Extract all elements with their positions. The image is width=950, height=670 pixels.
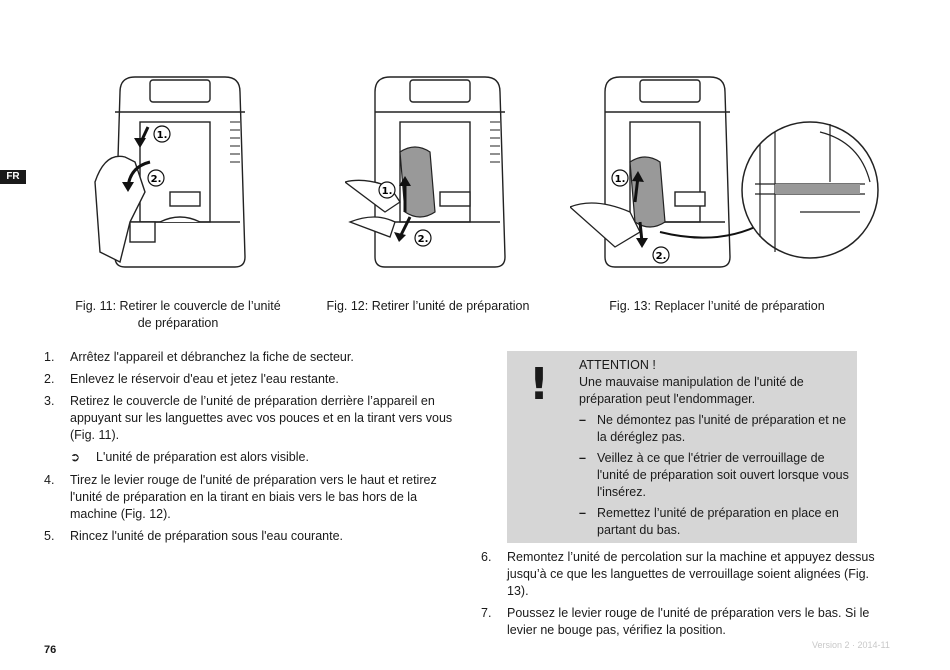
page-number: 76 [44, 644, 57, 656]
warning-exclamation-icon: ! [529, 359, 550, 410]
right-instructions: 6.Remontez l’unité de percolation sur la… [481, 549, 881, 644]
step-4: 4.Tirez le levier rouge de l'unité de pr… [44, 473, 437, 521]
steps-list-left-continued: 4.Tirez le levier rouge de l'unité de pr… [44, 472, 454, 545]
figure-11-label-2: 2. [151, 174, 162, 185]
figure-12-label-1: 1. [382, 186, 393, 197]
attention-list: –Ne démontez pas l'unité de préparation … [579, 412, 849, 539]
attention-item-3: –Remettez l’unité de préparation en plac… [579, 506, 839, 537]
attention-heading: ATTENTION ! [579, 358, 656, 372]
result-arrow-icon: ➲ [70, 450, 81, 464]
coffee-machine-drawing-12: 1. 2. [345, 76, 506, 268]
step-3-result: ➲ L'unité de préparation est alors visib… [44, 449, 454, 466]
attention-item-2: –Veillez à ce que l'étrier de verrouilla… [579, 451, 849, 499]
coffee-machine-drawing-11: 1. 2. [94, 76, 246, 268]
figure-13-caption: Fig. 13: Replacer l’unité de préparation [597, 298, 837, 315]
steps-list-left: 1.Arrêtez l'appareil et débranchez la fi… [44, 349, 454, 444]
figure-13-label-1: 1. [615, 174, 626, 185]
coffee-machine-drawing-13: 1. 2. [570, 76, 879, 268]
figure-12-illustration: 1. 2. [345, 72, 520, 277]
figure-11-label-1: 1. [157, 130, 168, 141]
step-1: 1.Arrêtez l'appareil et débranchez la fi… [44, 350, 354, 364]
figure-11-illustration: 1. 2. [90, 72, 260, 277]
step-6: 6.Remontez l’unité de percolation sur la… [481, 550, 875, 598]
attention-item-1: –Ne démontez pas l'unité de préparation … [579, 413, 847, 444]
figure-11-caption: Fig. 11: Retirer le couvercle de l’unité… [58, 298, 298, 332]
attention-box: ! ATTENTION ! Une mauvaise manipulation … [507, 351, 857, 543]
figure-11-caption-line2: de préparation [137, 316, 219, 330]
figure-11-caption-line1: Fig. 11: Retirer le couvercle de l’unité [75, 299, 281, 313]
steps-list-right: 6.Remontez l’unité de percolation sur la… [481, 549, 881, 639]
language-tab: FR [0, 170, 26, 184]
figure-12-caption-line1: Fig. 12: Retirer l’unité de préparation [326, 299, 530, 313]
figure-13-caption-line1: Fig. 13: Replacer l’unité de préparation [609, 299, 825, 313]
left-instructions: 1.Arrêtez l'appareil et débranchez la fi… [44, 349, 454, 550]
step-2: 2.Enlevez le réservoir d'eau et jetez l'… [44, 372, 339, 386]
figure-12-caption: Fig. 12: Retirer l’unité de préparation [318, 298, 538, 315]
result-text: L'unité de préparation est alors visible… [96, 450, 309, 464]
step-3: 3.Retirez le couvercle de l’unité de pré… [44, 394, 453, 442]
step-7: 7.Poussez le levier rouge de l'unité de … [481, 606, 870, 637]
figure-12-label-2: 2. [418, 234, 429, 245]
attention-intro: Une mauvaise manipulation de l'unité de … [579, 375, 804, 406]
version-label: Version 2 · 2014-11 [812, 640, 890, 650]
figure-13-illustration: 1. 2. [570, 72, 880, 277]
step-5: 5.Rincez l'unité de préparation sous l'e… [44, 529, 343, 543]
figure-13-label-2: 2. [656, 251, 667, 262]
attention-content: ATTENTION ! Une mauvaise manipulation de… [579, 357, 849, 543]
